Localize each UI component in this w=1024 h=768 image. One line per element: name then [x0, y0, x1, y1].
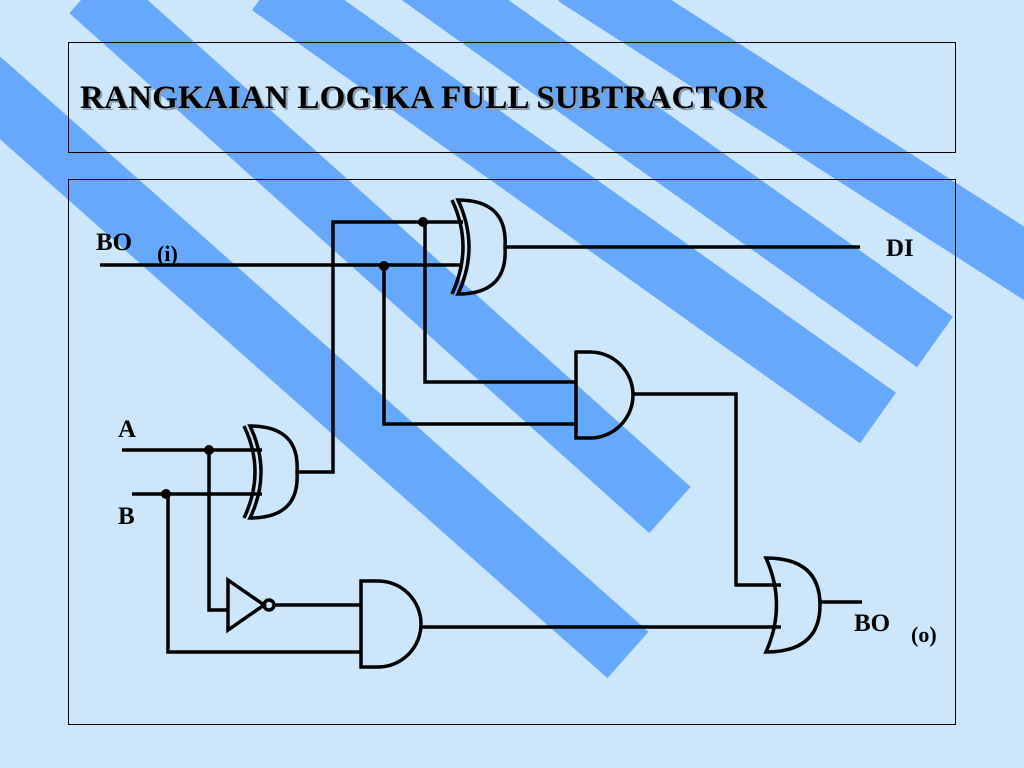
page-title: RANGKAIAN LOGIKA FULL SUBTRACTOR	[80, 80, 767, 116]
xor-gate-2	[450, 198, 507, 296]
stripe-4	[402, 0, 953, 368]
junction-dot	[204, 445, 214, 455]
not-gate	[226, 576, 276, 634]
diagram-frame	[68, 179, 956, 725]
xor-gate-1	[242, 424, 299, 520]
stripe-3	[252, 0, 896, 444]
borrow-in-subscript: (i)	[157, 241, 178, 266]
input-b-label: B	[118, 503, 135, 530]
junction-dot	[418, 217, 428, 227]
and-gate-2	[359, 579, 423, 669]
junction-dot	[379, 261, 389, 271]
title-box	[68, 42, 956, 153]
difference-out-label: DI	[886, 235, 914, 262]
borrow-out-subscript: (o)	[911, 622, 937, 647]
and-gate-1	[574, 350, 635, 440]
stripe-5	[558, 0, 1024, 301]
input-a-label: A	[118, 416, 136, 443]
borrow-out-label: BO	[854, 610, 890, 637]
wires	[100, 220, 862, 654]
stripe-1	[0, 56, 649, 679]
junction-dot	[161, 489, 171, 499]
borrow-in-label: BO	[96, 229, 132, 256]
or-gate	[763, 556, 822, 654]
junction-dots	[161, 217, 428, 499]
